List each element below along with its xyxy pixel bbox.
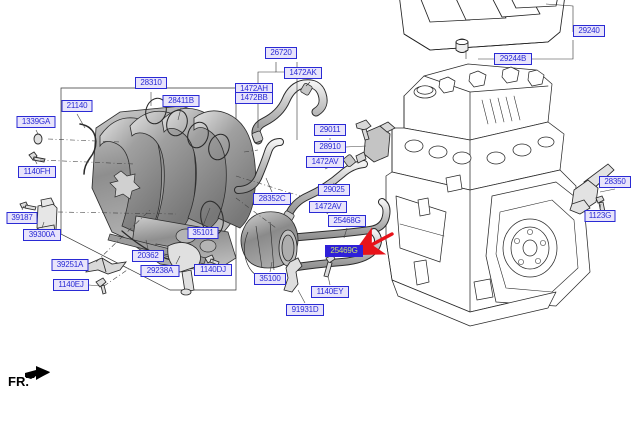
- part-1140DJ-bolt: [204, 254, 220, 266]
- part-label-25469G[interactable]: 25469G: [325, 245, 363, 257]
- part-label-25468G[interactable]: 25468G: [328, 215, 366, 227]
- part-39187-bolt: [19, 201, 37, 211]
- clamp-1472AV-upper: [343, 154, 356, 167]
- part-label-1472AV1[interactable]: 1472AV: [306, 156, 344, 168]
- hose-part-26720: [251, 79, 328, 145]
- part-label-26720[interactable]: 26720: [265, 47, 297, 59]
- leader-lines: [39, 138, 301, 287]
- manifold-gasket-set-28411B: [145, 97, 230, 161]
- part-label-29011[interactable]: 29011: [314, 124, 346, 136]
- part-39251A-bracket: [85, 257, 127, 275]
- part-29238A-valve: [167, 242, 201, 296]
- part-label-1140FH[interactable]: 1140FH: [18, 166, 56, 178]
- arrow-right-icon: [25, 366, 50, 380]
- part-28350-bracket: [569, 163, 615, 215]
- part-label-28310[interactable]: 28310: [135, 77, 167, 89]
- part-label-28350[interactable]: 28350: [599, 176, 631, 188]
- engine-block-illustration: [385, 63, 591, 327]
- part-label-28910[interactable]: 28910: [314, 141, 346, 153]
- part-label-1140EJ[interactable]: 1140EJ: [53, 279, 89, 291]
- part-35100-throttle-body: [240, 211, 299, 279]
- part-label-35101[interactable]: 35101: [187, 227, 219, 239]
- part-28910-purge-valve: [355, 121, 396, 164]
- part-label-1140EY[interactable]: 1140EY: [311, 286, 349, 298]
- part-label-29025[interactable]: 29025: [318, 184, 350, 196]
- part-label-1472AV2[interactable]: 1472AV: [309, 201, 347, 213]
- part-label-28411B[interactable]: 28411B: [162, 95, 200, 107]
- engine-cover-part-29240: [399, 0, 565, 53]
- leader-lines-solid: [21, 92, 616, 304]
- part-label-29240[interactable]: 29240: [573, 25, 605, 37]
- annotation-arrow-to-25469G: [351, 227, 394, 256]
- part-label-20362[interactable]: 20362: [132, 250, 164, 262]
- clamp-1472AK: [300, 83, 313, 96]
- manifold-group-box: [60, 87, 237, 291]
- part-label-39251A[interactable]: 39251A: [51, 259, 89, 271]
- part-label-1140DJ[interactable]: 1140DJ: [194, 264, 232, 276]
- part-label-35100[interactable]: 35100: [254, 273, 286, 285]
- part-1140EJ-bolt: [95, 277, 107, 295]
- part-label-29244B[interactable]: 29244B: [494, 53, 532, 65]
- part-label-1472BB[interactable]: 1472BB: [235, 92, 273, 104]
- hose-part-28352C: [234, 138, 284, 194]
- part-label-1339GA[interactable]: 1339GA: [16, 116, 56, 128]
- part-label-1123G[interactable]: 1123G: [584, 210, 616, 222]
- part-1339GA-washer: [33, 133, 43, 145]
- part-label-91931D[interactable]: 91931D: [286, 304, 324, 316]
- part-91931D-clip: [283, 257, 303, 293]
- clamp-1472AH: [251, 130, 264, 143]
- part-label-28352C[interactable]: 28352C: [253, 193, 291, 205]
- part-label-39187[interactable]: 39187: [6, 212, 38, 224]
- part-label-21140[interactable]: 21140: [61, 100, 93, 112]
- front-direction-label: FR.: [8, 374, 29, 389]
- part-29011-bracket: [355, 119, 372, 141]
- part-21140-bracket: [79, 123, 97, 175]
- part-1140FH-bolt: [28, 151, 46, 163]
- part-label-39300A[interactable]: 39300A: [23, 229, 61, 241]
- part-label-1472AK[interactable]: 1472AK: [284, 67, 322, 79]
- part-label-29238A[interactable]: 29238A: [140, 265, 180, 277]
